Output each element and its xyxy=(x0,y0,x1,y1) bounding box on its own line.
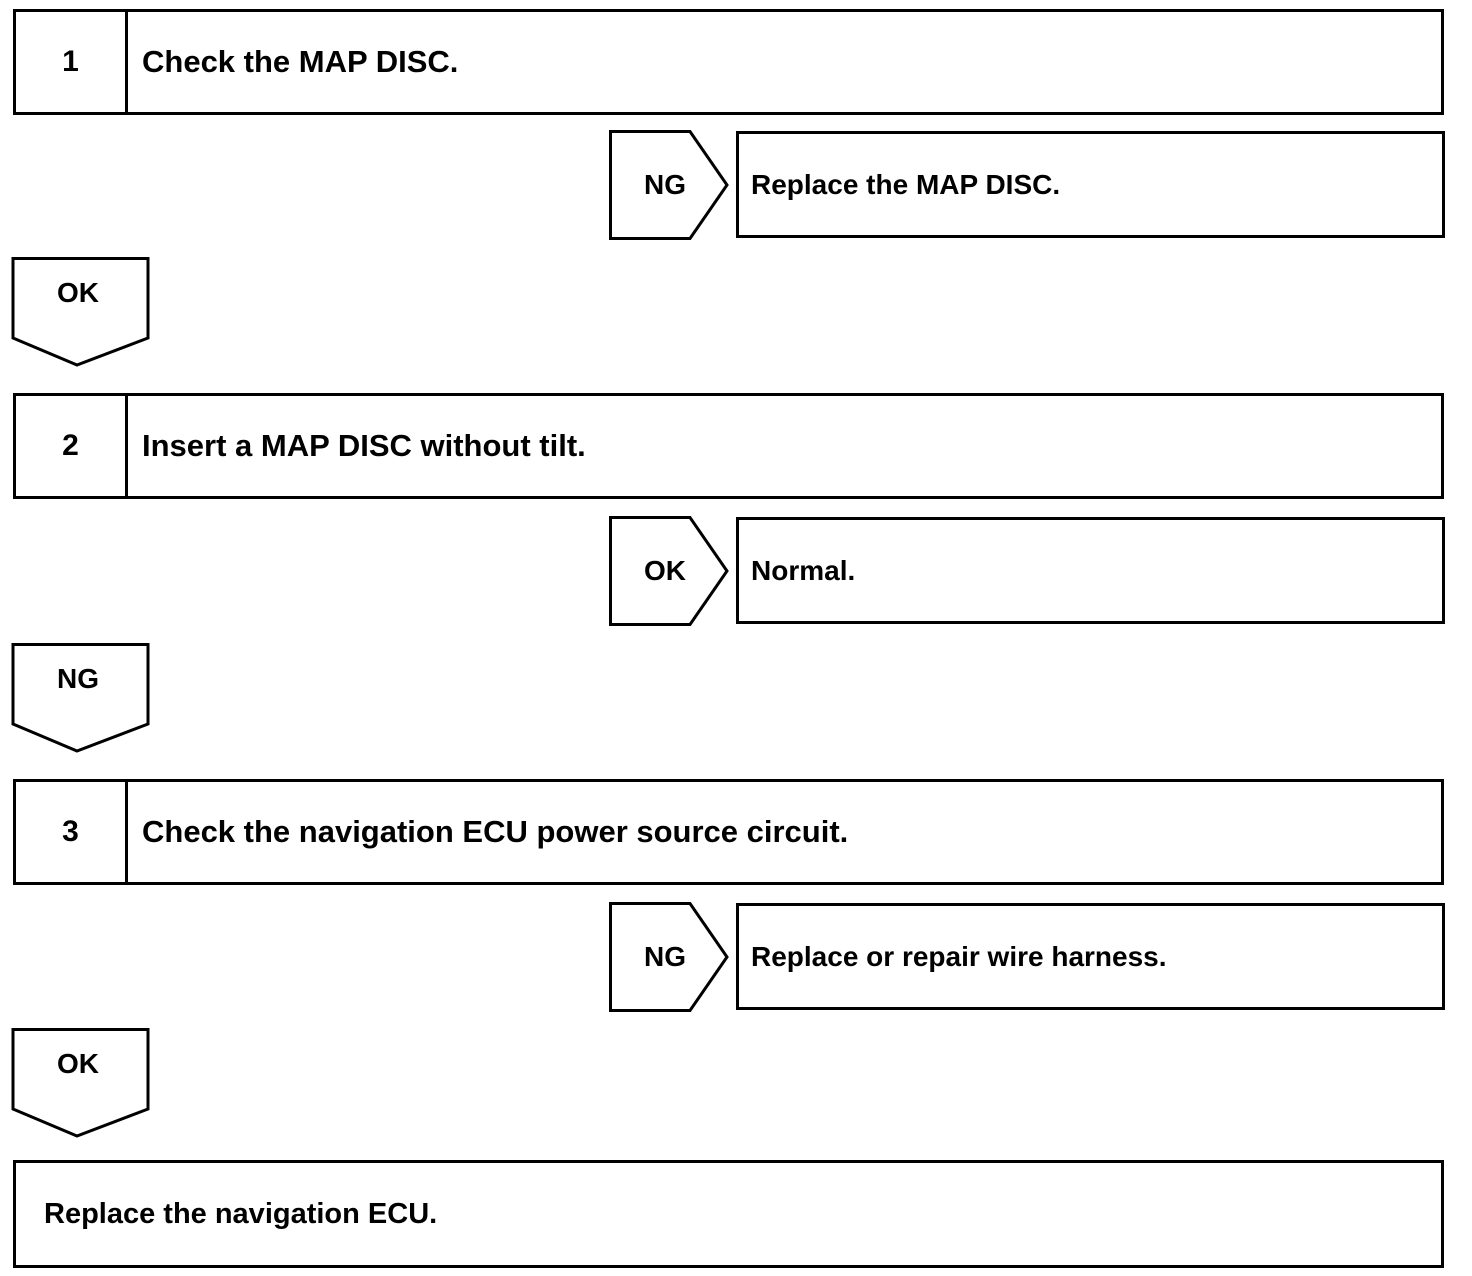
branch-1: NG Replace the MAP DISC. xyxy=(609,130,1446,240)
step-3-number: 3 xyxy=(16,782,128,882)
final-action: Replace the navigation ECU. xyxy=(13,1160,1444,1268)
step-1-number: 1 xyxy=(16,12,128,112)
branch-2-arrow-icon xyxy=(609,516,729,626)
flow-1-label: OK xyxy=(57,277,99,308)
flow-2-arrow-icon xyxy=(11,643,150,753)
flow-1: OK xyxy=(11,257,151,367)
step-2-box: 2 Insert a MAP DISC without tilt. xyxy=(13,393,1444,499)
flow-3-arrow-icon xyxy=(11,1028,150,1138)
flow-3-label: OK xyxy=(57,1048,99,1079)
branch-3-action: Replace or repair wire harness. xyxy=(736,903,1445,1010)
flow-1-arrow-icon xyxy=(11,257,150,367)
branch-2-action: Normal. xyxy=(736,517,1445,624)
branch-1-action: Replace the MAP DISC. xyxy=(736,131,1445,238)
step-2-text: Insert a MAP DISC without tilt. xyxy=(142,428,586,463)
step-3-text: Check the navigation ECU power source ci… xyxy=(142,814,849,849)
branch-3: NG Replace or repair wire harness. xyxy=(609,902,1446,1012)
branch-1-arrow-icon xyxy=(609,130,729,240)
flow-2: NG xyxy=(11,643,151,753)
branch-2: OK Normal. xyxy=(609,516,1446,626)
flow-2-label: NG xyxy=(57,663,99,694)
branch-3-label: NG xyxy=(644,941,686,972)
step-1-box: 1 Check the MAP DISC. xyxy=(13,9,1444,115)
branch-1-label: NG xyxy=(644,169,686,200)
flow-3: OK xyxy=(11,1028,151,1138)
step-3-box: 3 Check the navigation ECU power source … xyxy=(13,779,1444,885)
branch-3-arrow-icon xyxy=(609,902,729,1012)
branch-2-label: OK xyxy=(644,555,686,586)
step-2-number: 2 xyxy=(16,396,128,496)
step-1-text: Check the MAP DISC. xyxy=(142,44,459,79)
